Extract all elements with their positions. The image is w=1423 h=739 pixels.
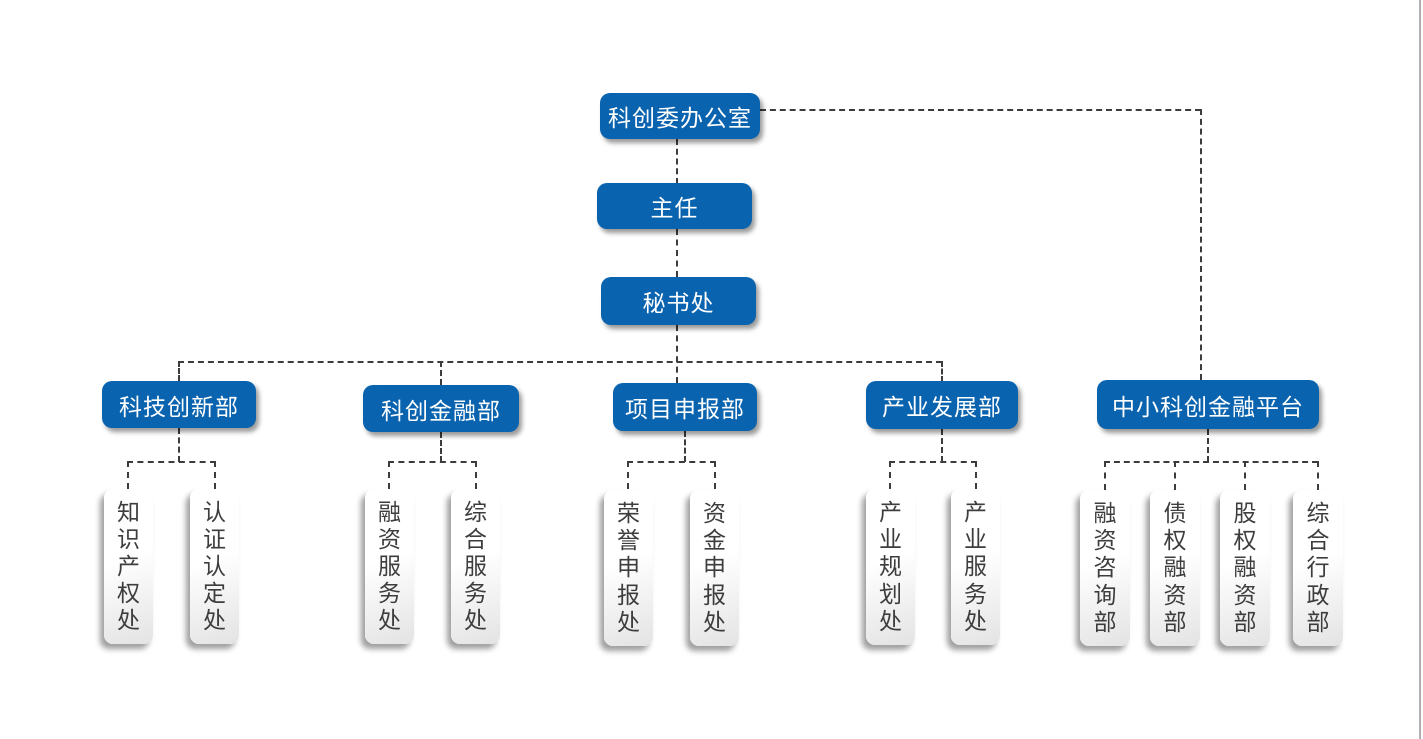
connector-line (1104, 461, 1318, 463)
connector-line (676, 139, 678, 184)
connector-line (941, 429, 943, 462)
org-subnode-ip-office: 知识产权处 (104, 489, 153, 644)
org-node-secretariat: 秘书处 (601, 277, 756, 325)
org-subnode-industry-service-office: 产业服务处 (951, 489, 1000, 645)
connector-line (889, 461, 891, 489)
org-subnode-certification-office: 认证认定处 (190, 489, 239, 644)
connector-line (684, 431, 686, 462)
connector-line (1104, 461, 1106, 490)
connector-line (475, 461, 477, 489)
right-border-line (1419, 0, 1421, 739)
org-subnode-general-service-office: 综合服务处 (451, 489, 500, 644)
connector-line (1174, 461, 1176, 490)
org-node-dept-scitech-finance: 科创金融部 (363, 385, 519, 432)
connector-line (214, 461, 216, 489)
connector-line (127, 461, 216, 463)
org-subnode-honor-application-office: 荣誉申报处 (604, 490, 653, 646)
connector-line (440, 361, 442, 385)
org-subnode-fund-application-office: 资金申报处 (690, 490, 739, 646)
connector-line (440, 432, 442, 462)
connector-line (127, 461, 129, 489)
connector-bus-line (178, 361, 942, 363)
connector-line (1200, 109, 1202, 380)
connector-line (388, 461, 390, 489)
org-node-root: 科创委办公室 (600, 93, 760, 139)
org-subnode-financing-service-office: 融资服务处 (365, 489, 414, 644)
connector-line (388, 461, 477, 463)
org-subnode-debt-financing-dept: 债权融资部 (1150, 490, 1200, 646)
org-subnode-equity-financing-dept: 股权融资部 (1220, 490, 1270, 646)
connector-line (178, 361, 180, 381)
org-node-dept-industry-development: 产业发展部 (866, 381, 1018, 429)
connector-line (714, 461, 716, 489)
org-subnode-industry-planning-office: 产业规划处 (866, 489, 915, 645)
connector-line (676, 325, 678, 383)
connector-line (627, 461, 716, 463)
org-node-dept-project-application: 项目申报部 (613, 383, 757, 431)
connector-line (1317, 461, 1319, 490)
connector-line (975, 461, 977, 489)
connector-line (627, 461, 629, 489)
connector-line (889, 461, 977, 463)
connector-line (1244, 461, 1246, 490)
org-node-dept-tech-innovation: 科技创新部 (102, 381, 256, 428)
connector-line (178, 428, 180, 462)
org-node-director: 主任 (597, 183, 752, 229)
org-subnode-general-admin-dept: 综合行政部 (1293, 490, 1343, 646)
connector-line (676, 229, 678, 277)
org-node-dept-sme-finance-platform: 中小科创金融平台 (1097, 380, 1319, 429)
connector-line (1207, 429, 1209, 462)
connector-line (941, 361, 943, 382)
org-subnode-financing-consulting-dept: 融资咨询部 (1080, 490, 1130, 646)
connector-line (760, 109, 1201, 111)
